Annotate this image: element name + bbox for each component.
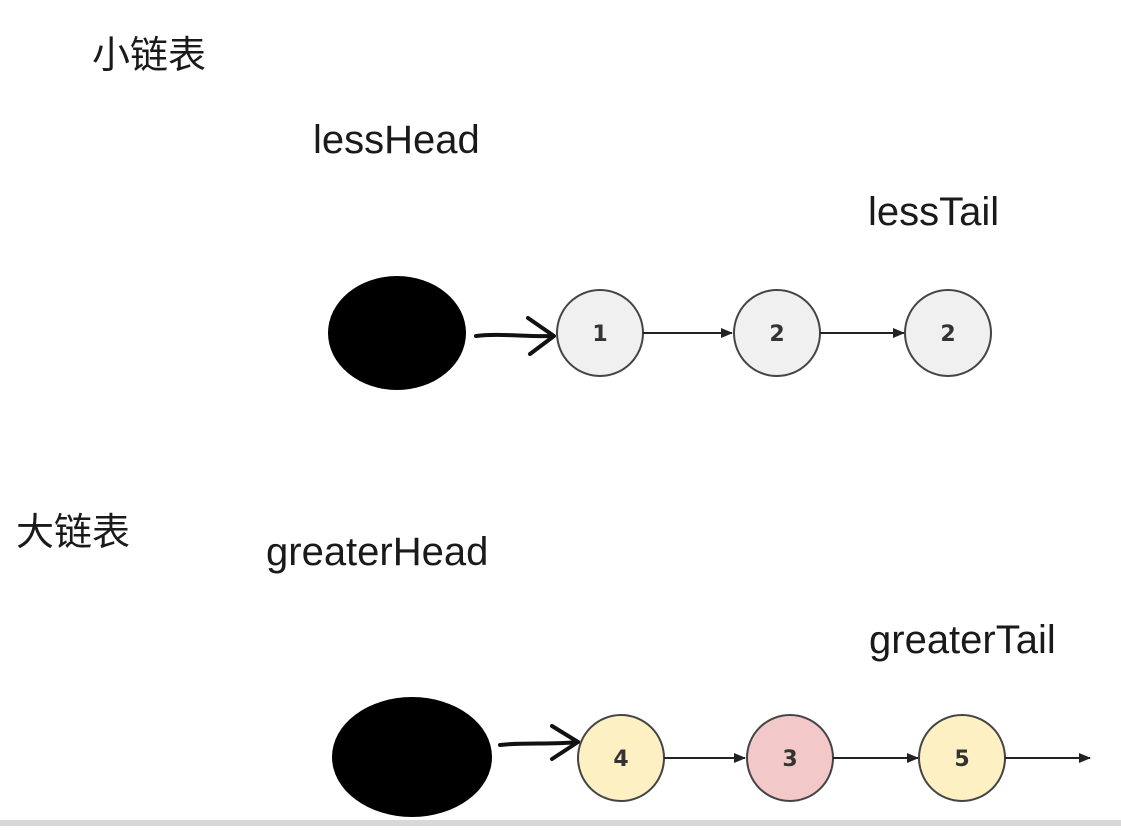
greater-node-2-value: 3 [782,747,797,772]
less-tail-label: lessTail [868,190,999,234]
less-node-3: 2 [904,289,992,377]
less-node-1: 1 [556,289,644,377]
less-list: 小链表 lessHead lessTail 1 2 2 [92,33,999,390]
greater-head-sentinel-node [332,697,492,817]
greater-node-1-value: 4 [613,747,628,772]
greater-tail-label: greaterTail [869,618,1056,662]
greater-list: 大链表 greaterHead greaterTail 4 3 5 [16,510,1091,817]
greater-list-title: 大链表 [16,510,130,554]
less-head-label: lessHead [313,118,480,162]
greater-node-2: 3 [746,714,834,802]
less-head-arrow-tip [526,316,556,356]
less-head-sentinel-node [328,276,466,390]
greater-head-arrow-tip [550,724,580,761]
less-node-2: 2 [733,289,821,377]
greater-node-1: 4 [577,714,665,802]
less-node-2-value: 2 [769,322,784,347]
bottom-divider [0,820,1121,826]
greater-node-3: 5 [918,714,1006,802]
greater-node-3-value: 5 [954,747,969,772]
less-node-1-value: 1 [592,322,607,347]
greater-head-label: greaterHead [266,530,488,574]
greater-head-arrow-shaft [498,740,580,747]
less-node-3-value: 2 [940,322,955,347]
less-node-3-circle [904,289,992,377]
less-list-title: 小链表 [92,33,206,77]
less-head-arrow-shaft [474,332,554,339]
